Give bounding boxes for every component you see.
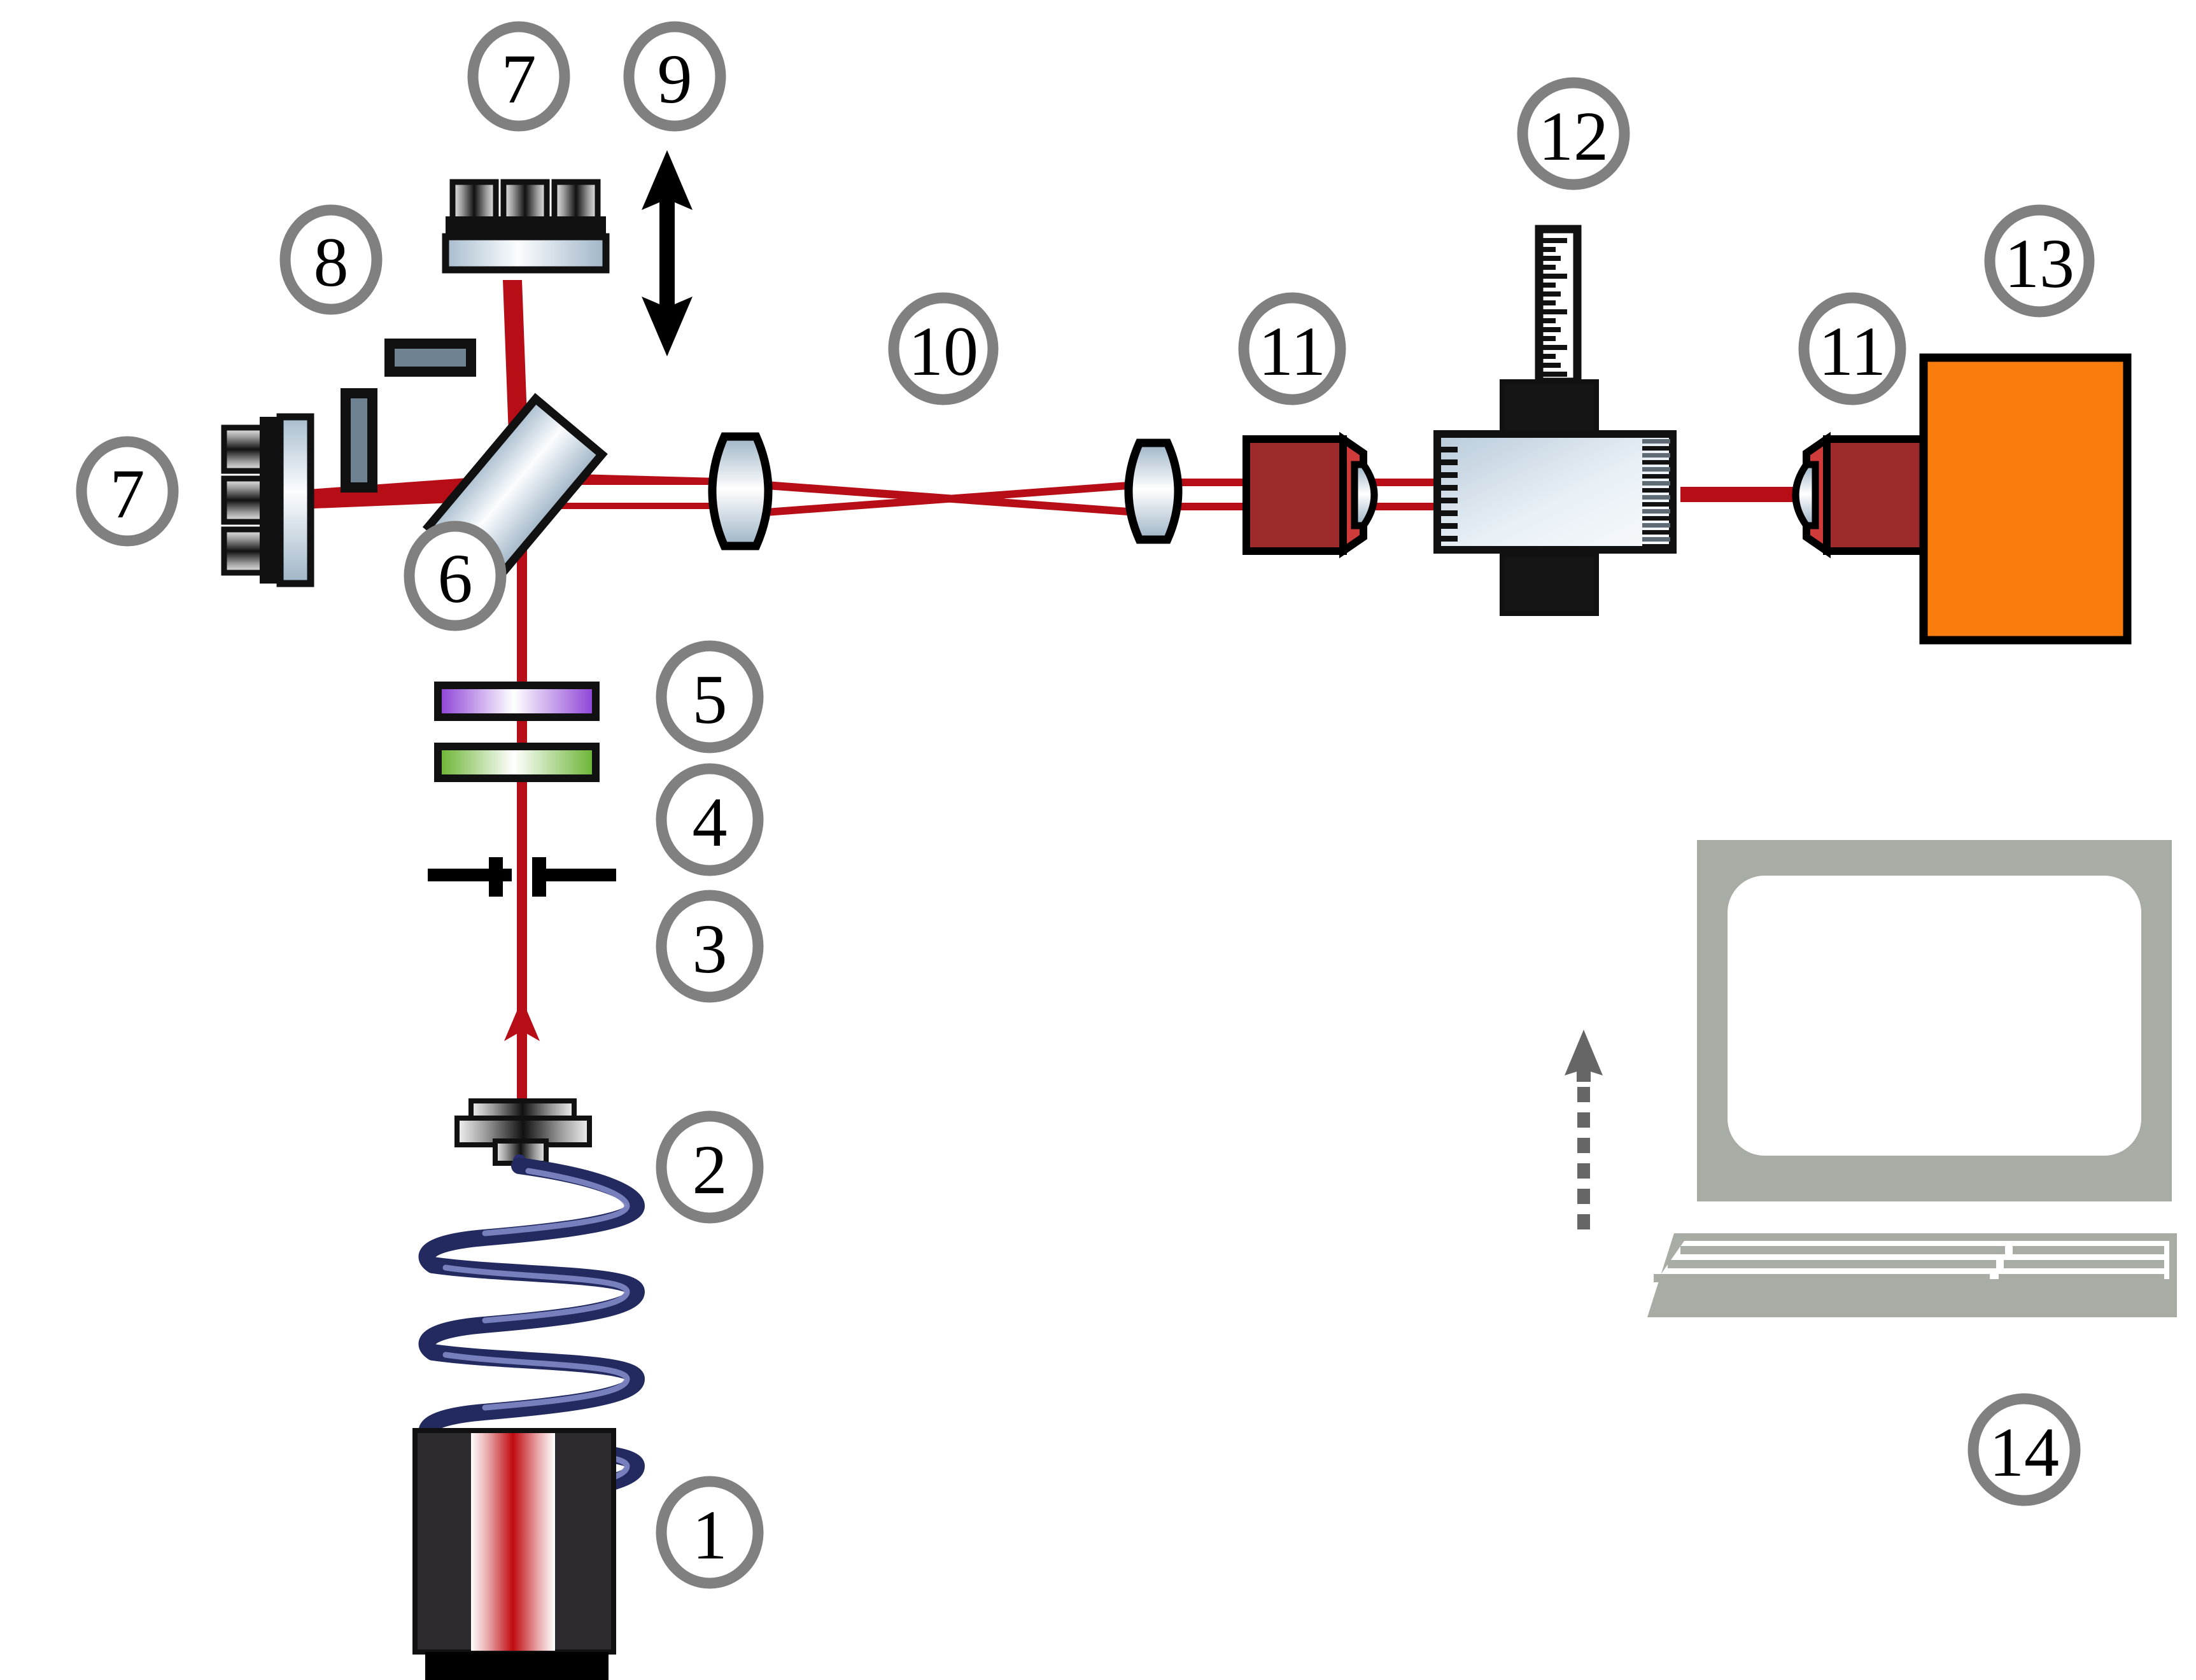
stage-right-ticks [1642, 439, 1670, 549]
callout-label: 7 [110, 455, 145, 533]
keyboard-keys [1654, 1246, 2164, 1282]
callout-1[interactable]: 1 [656, 1476, 764, 1589]
micrometer-sample-stage[interactable] [1433, 225, 1677, 616]
callout-label: 3 [693, 910, 728, 988]
callout-10[interactable]: 10 [888, 292, 999, 405]
vernier-scale-ticks [1543, 238, 1567, 377]
callout-11-input[interactable]: 11 [1238, 292, 1346, 405]
bandpass-filter[interactable] [434, 743, 600, 782]
callout-label: 6 [438, 540, 473, 617]
callout-2[interactable]: 2 [656, 1110, 764, 1224]
callout-13[interactable]: 13 [1984, 204, 2095, 318]
telescope-lens-first[interactable] [708, 432, 773, 550]
callout-label: 2 [693, 1131, 728, 1208]
callout-8[interactable]: 8 [279, 204, 383, 315]
objective-lens-input[interactable] [1242, 431, 1378, 559]
callout-label: 11 [1819, 312, 1886, 390]
callout-7-left[interactable]: 7 [76, 436, 179, 547]
neutral-density-filter[interactable] [434, 682, 600, 721]
callout-9[interactable]: 9 [623, 21, 726, 132]
callout-7-top[interactable]: 7 [467, 21, 570, 132]
callout-label: 10 [908, 312, 978, 390]
callout-4[interactable]: 4 [656, 763, 764, 876]
callout-label: 5 [693, 661, 728, 738]
callout-label: 9 [658, 40, 693, 118]
fiber-collimator[interactable] [454, 1098, 592, 1166]
iris-aperture[interactable] [428, 857, 616, 897]
callout-label: 11 [1258, 312, 1326, 390]
laser-source[interactable] [412, 1428, 616, 1680]
callout-3[interactable]: 3 [656, 890, 764, 1003]
objective-lens-output[interactable] [1792, 431, 1927, 559]
telescope-lens-second[interactable] [1124, 438, 1183, 544]
steering-mirror-top[interactable] [442, 179, 610, 274]
beam-block-horizontal[interactable] [384, 339, 476, 377]
detector-electronics-box[interactable] [1919, 353, 2132, 645]
callout-5[interactable]: 5 [656, 640, 764, 753]
callout-12[interactable]: 12 [1517, 77, 1630, 190]
translation-axis-arrow [642, 150, 693, 356]
callout-14[interactable]: 14 [1967, 1393, 2081, 1506]
stage-left-ticks [1441, 447, 1458, 542]
computer-workstation[interactable] [1647, 840, 2177, 1317]
callout-badges: 7 9 8 12 13 10 11 11 [76, 21, 2095, 1589]
callout-label: 1 [693, 1496, 728, 1574]
callout-label: 13 [2004, 225, 2074, 302]
beam-block-vertical[interactable] [341, 388, 377, 493]
laser-beam-path [299, 280, 1801, 1120]
callout-6[interactable]: 6 [404, 521, 507, 631]
callout-11-output[interactable]: 11 [1798, 292, 1906, 405]
data-flow-arrow [1565, 1030, 1603, 1229]
callout-label: 12 [1538, 97, 1608, 175]
callout-label: 8 [314, 223, 349, 301]
callout-label: 7 [502, 40, 537, 118]
callout-label: 4 [693, 783, 728, 861]
steering-mirror-left[interactable] [221, 413, 314, 587]
callout-label: 14 [1989, 1413, 2059, 1491]
